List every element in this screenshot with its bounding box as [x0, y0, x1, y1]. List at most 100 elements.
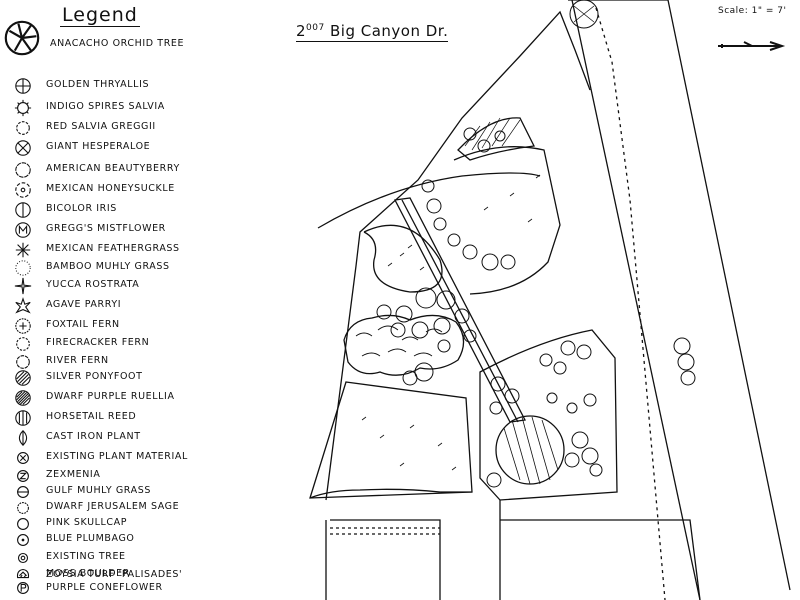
- right-bed: [479, 329, 618, 501]
- legend-label: Agave Parryi: [46, 299, 122, 310]
- legend-label: Bicolor Iris: [46, 203, 117, 214]
- legend-label: Gulf Muhly Grass: [46, 485, 151, 496]
- bar-circle-icon: [17, 486, 29, 498]
- legend-item: [14, 448, 32, 468]
- brick-row: [330, 527, 440, 535]
- ring-icon: [17, 518, 29, 530]
- legend-label: Dwarf Purple Ruellia: [46, 391, 175, 402]
- large-tree-icon: [4, 20, 40, 56]
- legend-label: Indigo Spires Salvia: [46, 101, 165, 112]
- starburst-icon: [15, 242, 31, 258]
- legend-item: [4, 20, 40, 56]
- legend-label: Red Salvia Greggii: [46, 121, 156, 132]
- small-scallop-icon: [17, 502, 29, 514]
- legend-item: [14, 240, 32, 260]
- legend-item: [14, 352, 32, 372]
- small-lobed-icon: [16, 355, 30, 369]
- legend-item: [14, 482, 32, 502]
- hatched-area: [495, 415, 565, 485]
- legend-item: [14, 160, 32, 180]
- legend-item: [14, 514, 32, 534]
- street-edge: [568, 0, 791, 591]
- legend-title: Legend: [60, 4, 140, 27]
- legend-label: Mexican Feathergrass: [46, 243, 180, 254]
- hatched-strip: [457, 117, 535, 161]
- legend-item: [14, 564, 32, 584]
- curb-line: [571, 0, 701, 600]
- leaf-icon: [18, 430, 28, 446]
- legend-item: [14, 578, 32, 598]
- left-lower-lot: [325, 519, 441, 600]
- legend-item: [14, 368, 32, 388]
- x-circle-icon: [15, 140, 31, 156]
- site-title-number: 2: [296, 22, 307, 40]
- legend-item: [14, 388, 32, 408]
- legend-label: American Beautyberry: [46, 163, 180, 174]
- drive-strip: [595, 7, 666, 600]
- legend-label: Silver Ponyfoot: [46, 371, 143, 382]
- legend-label: Mexican Honeysuckle: [46, 183, 175, 194]
- turf-ticks: [361, 174, 541, 471]
- north-arrow-icon: [718, 41, 786, 51]
- legend-label: Gregg's Mistflower: [46, 223, 166, 234]
- legend-label: Blue Plumbago: [46, 533, 135, 544]
- legend-item: [14, 98, 32, 118]
- legend-item: [14, 408, 32, 428]
- front-border: [309, 488, 472, 499]
- legend-item: [14, 220, 32, 240]
- site-title-number-sup: 007: [306, 23, 325, 33]
- legend-item: [14, 334, 32, 354]
- legend-item: [14, 466, 32, 486]
- house-edge: [317, 172, 541, 229]
- site-title-street: Big Canyon Dr.: [324, 22, 449, 40]
- boulder-icon: [16, 568, 30, 579]
- scalloped-circle-icon: [16, 121, 30, 135]
- legend-item: [14, 76, 32, 96]
- split-circle-icon: [15, 202, 31, 218]
- top-tree-icon: [569, 0, 599, 29]
- legend-label: Foxtail Fern: [46, 319, 120, 330]
- legend-label: Yucca Rostrata: [46, 279, 140, 290]
- lower-right-lot: [499, 500, 701, 600]
- legend-item: [14, 258, 32, 278]
- legend-label: Existing Tree: [46, 551, 126, 562]
- legend-item: [14, 548, 32, 568]
- legend-item: [14, 276, 32, 296]
- legend-label: Firecracker Fern: [46, 337, 150, 348]
- p-circle-icon: [17, 582, 29, 594]
- walkway: [393, 197, 527, 423]
- lobed-circle-icon: [15, 162, 31, 178]
- cross-circle-icon: [15, 78, 31, 94]
- plant-cluster-left: [376, 287, 477, 386]
- plant-cluster-house: [421, 127, 516, 271]
- plant-cluster-right: [486, 340, 603, 488]
- boulder-cluster: [343, 314, 465, 376]
- fern-icon: [15, 318, 31, 334]
- legend-label: Giant Hesperaloe: [46, 141, 151, 152]
- small-x-circle-icon: [17, 452, 29, 464]
- legend-item: [14, 296, 32, 316]
- legend-label: Golden Thryallis: [46, 79, 150, 90]
- legend-label: Anacacho Orchid Tree: [50, 38, 185, 49]
- legend-item: [14, 200, 32, 220]
- hatched-circle-icon: [15, 370, 31, 386]
- m-circle-icon: [15, 222, 31, 238]
- street-shrubs: [673, 337, 696, 386]
- concentric-icon: [17, 552, 29, 564]
- spiky-circle-icon: [14, 99, 32, 117]
- legend-label: Bamboo Muhly Grass: [46, 261, 170, 272]
- legend-label: Cast Iron Plant: [46, 431, 141, 442]
- legend-item: [14, 118, 32, 138]
- legend-item: [14, 498, 32, 518]
- gear-circle-icon: [16, 337, 30, 351]
- legend-item: [14, 428, 32, 448]
- legend-label: Pink Skullcap: [46, 517, 128, 528]
- legend-label: Moss Boulder: [46, 568, 130, 579]
- wavy-circle-icon: [15, 182, 31, 198]
- legend-item: [14, 180, 32, 200]
- property-outline: [325, 10, 591, 501]
- legend-item: [14, 316, 32, 336]
- legend-label: River Fern: [46, 355, 109, 366]
- dotted-circle-icon: [15, 260, 31, 276]
